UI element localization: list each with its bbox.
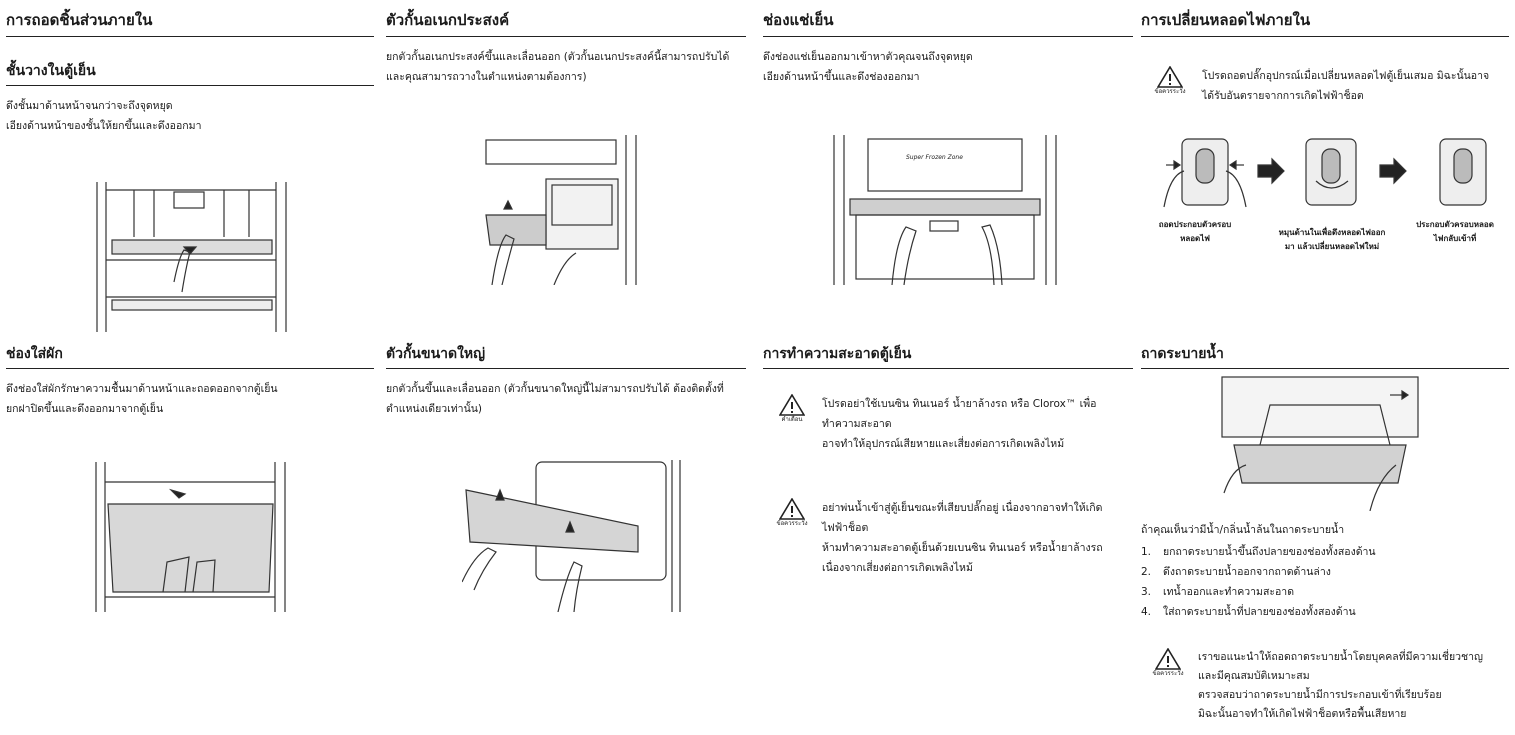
cleaning-caution-line-4: เนื่องจากเสี่ยงต่อการเกิดเพลิงไหม้ (822, 562, 973, 574)
page-title: การถอดชิ้นส่วนภายใน (6, 8, 374, 37)
cleaning-warning-line-1: โปรดอย่าใช้เบนซิน ทินเนอร์ น้ำยาล้างรถ ห… (822, 398, 1097, 410)
shelf-text-line-1: ดึงชั้นมาด้านหน้าจนกว่าจะถึงจุดหยุด (6, 100, 173, 112)
multi-bin-illustration (484, 135, 642, 285)
caution-icon-label: ข้อควรระวัง (1152, 670, 1184, 677)
multi-bin-text-line-2: และคุณสามารถวางในตำแหน่งตามต้องการ) (386, 71, 587, 83)
list-item: 4. ใส่ถาดระบายน้ำที่ปลายของช่องทั้งสองด้า… (1141, 602, 1509, 622)
large-bin-text-line-2: ตำแหน่งเดียวเท่านั้น) (386, 403, 483, 415)
lamp-caption-1-line-2: หลอดไฟ (1180, 234, 1210, 243)
lamp-caption-2-line-1: หมุนด้านในเพื่อดึงหลอดไฟออก (1278, 228, 1386, 237)
section-shelf: ชั้นวางในตู้เย็น ดึงชั้นมาด้านหน้าจนกว่า… (6, 60, 374, 136)
list-item: 2. ดึงถาดระบายน้ำออกจากถาดด้านล่าง (1141, 562, 1509, 582)
lamp-caption-2-line-2: มา แล้วเปลี่ยนหลอดไฟใหม่ (1284, 242, 1380, 251)
crisper-title: ช่องใส่ผัก (6, 343, 374, 369)
section-interior-parts: การถอดชิ้นส่วนภายใน (6, 8, 374, 37)
step-number: 4. (1141, 606, 1152, 618)
chill-drawer-text-line-2: เอียงด้านหน้าขึ้นและดึงช่องออกมา (763, 71, 920, 83)
caution-icon: ข้อควรระวัง (1148, 66, 1192, 96)
lamp-caption-3-line-2: ไฟกลับเข้าที่ (1433, 234, 1477, 243)
cleaning-warning-line-2: ทำความสะอาด (822, 418, 892, 430)
crisper-text-line-2: ยกฝาปิดขึ้นและดึงออกมาจากตู้เย็น (6, 403, 164, 415)
section-cleaning: การทำความสะอาดตู้เย็น (763, 343, 1133, 369)
drain-tray-title: ถาดระบายน้ำ (1141, 343, 1509, 369)
step-number: 2. (1141, 566, 1152, 578)
chill-drawer-label: Super Frozen Zone (906, 154, 963, 161)
section-lamp: การเปลี่ยนหลอดไฟภายใน (1141, 8, 1509, 37)
drain-tray-illustration (1220, 375, 1420, 511)
drain-caution-line-1: เราขอแนะนำให้ถอดถาดระบายน้ำโดยบุคคลที่มี… (1198, 651, 1484, 663)
cleaning-warning-line-3: อาจทำให้อุปกรณ์เสียหายและเสี่ยงต่อการเกิ… (822, 438, 1065, 450)
caution-icon-label: ข้อควรระวัง (776, 520, 808, 527)
crisper-illustration (93, 462, 289, 612)
drain-tray-body: ถ้าคุณเห็นว่ามีน้ำ/กลิ่นน้ำล้นในถาดระบาย… (1141, 520, 1509, 622)
warning-icon-label: คำเตือน (781, 416, 803, 423)
section-multi-bin: ตัวกั้นอเนกประสงค์ ยกตัวกั้นอเนกประสงค์ข… (386, 8, 746, 87)
shelf-text-line-2: เอียงด้านหน้าของชั้นให้ยกขึ้นและดึงออกมา (6, 120, 202, 132)
chill-drawer-illustration: Super Frozen Zone (832, 135, 1058, 285)
multi-bin-text-line-1: ยกตัวกั้นอเนกประสงค์ขึ้นและเลื่อนออก (ตั… (386, 51, 730, 63)
drain-tray-caution: ข้อควรระวัง เราขอแนะนำให้ถอดถาดระบายน้ำโ… (1146, 648, 1483, 724)
warning-icon: คำเตือน (770, 394, 814, 424)
step-text: ดึงถาดระบายน้ำออกจากถาดด้านล่าง (1163, 566, 1331, 578)
step-number: 1. (1141, 546, 1152, 558)
large-bin-text-line-1: ยกตัวกั้นขึ้นและเลื่อนออก (ตัวกั้นขนาดให… (386, 383, 724, 395)
drain-tray-intro: ถ้าคุณเห็นว่ามีน้ำ/กลิ่นน้ำล้นในถาดระบาย… (1141, 524, 1345, 536)
shelf-illustration (94, 182, 290, 332)
lamp-caption-3: ประกอบตัวครอบหลอด ไฟกลับเข้าที่ (1405, 218, 1505, 246)
cleaning-caution-line-2: ไฟฟ้าช็อต (822, 522, 869, 534)
section-crisper: ช่องใส่ผัก ดึงช่องใส่ผักรักษาความชื้นมาด… (6, 343, 374, 419)
section-drain-tray: ถาดระบายน้ำ (1141, 343, 1509, 369)
lamp-title: การเปลี่ยนหลอดไฟภายใน (1141, 8, 1509, 37)
multi-bin-title: ตัวกั้นอเนกประสงค์ (386, 8, 746, 37)
caution-icon: ข้อควรระวัง (1146, 648, 1190, 678)
large-bin-title: ตัวกั้นขนาดใหญ่ (386, 343, 746, 369)
section-large-bin: ตัวกั้นขนาดใหญ่ ยกตัวกั้นขึ้นและเลื่อนออ… (386, 343, 746, 419)
lamp-steps-illustration (1160, 135, 1505, 217)
list-item: 3. เทน้ำออกและทำความสะอาด (1141, 582, 1509, 602)
shelf-title: ชั้นวางในตู้เย็น (6, 60, 374, 86)
large-bin-illustration (462, 460, 686, 612)
cleaning-warning: คำเตือน โปรดอย่าใช้เบนซิน ทินเนอร์ น้ำยา… (770, 394, 1096, 454)
step-text: เทน้ำออกและทำความสะอาด (1163, 586, 1295, 598)
lamp-caption-2: หมุนด้านในเพื่อดึงหลอดไฟออก มา แล้วเปลี่… (1268, 226, 1396, 254)
cleaning-caution-line-3: ห้ามทำความสะอาดตู้เย็นด้วยเบนซิน ทินเนอร… (822, 542, 1103, 554)
cleaning-title: การทำความสะอาดตู้เย็น (763, 343, 1133, 369)
caution-icon-label: ข้อควรระวัง (1154, 88, 1186, 95)
lamp-caution-line-2: ได้รับอันตรายจากการเกิดไฟฟ้าช็อต (1202, 90, 1364, 102)
step-text: ยกถาดระบายน้ำขึ้นถึงปลายของช่องทั้งสองด้… (1163, 546, 1376, 558)
step-number: 3. (1141, 586, 1152, 598)
cleaning-caution-line-1: อย่าพ่นน้ำเข้าสู่ตู้เย็นขณะที่เสียบปลั๊ก… (822, 502, 1103, 514)
lamp-caution-line-1: โปรดถอดปลั๊กอุปกรณ์เมื่อเปลี่ยนหลอดไฟตู้… (1202, 70, 1490, 82)
section-chill-drawer: ช่องแช่เย็น ดึงช่องแช่เย็นออกมาเข้าหาตัว… (763, 8, 1133, 87)
crisper-text-line-1: ดึงช่องใส่ผักรักษาความชื้นมาด้านหน้าและถ… (6, 383, 278, 395)
lamp-caption-3-line-1: ประกอบตัวครอบหลอด (1416, 220, 1494, 229)
drain-caution-line-3: ตรวจสอบว่าถาดระบายน้ำมีการประกอบเข้าที่เ… (1198, 689, 1442, 701)
chill-drawer-title: ช่องแช่เย็น (763, 8, 1133, 37)
list-item: 1. ยกถาดระบายน้ำขึ้นถึงปลายของช่องทั้งสอง… (1141, 542, 1509, 562)
chill-drawer-text-line-1: ดึงช่องแช่เย็นออกมาเข้าหาตัวคุณจนถึงจุดห… (763, 51, 973, 63)
lamp-caption-1-line-1: ถอดประกอบตัวครอบ (1158, 220, 1232, 229)
caution-icon: ข้อควรระวัง (770, 498, 814, 528)
drain-caution-line-2: และมีคุณสมบัติเหมาะสม (1198, 670, 1310, 682)
drain-tray-steps: 1. ยกถาดระบายน้ำขึ้นถึงปลายของช่องทั้งสอง… (1141, 542, 1509, 622)
cleaning-caution: ข้อควรระวัง อย่าพ่นน้ำเข้าสู่ตู้เย็นขณะท… (770, 498, 1103, 578)
lamp-caution: ข้อควรระวัง โปรดถอดปลั๊กอุปกรณ์เมื่อเปลี… (1148, 66, 1489, 106)
lamp-caption-1: ถอดประกอบตัวครอบ หลอดไฟ (1148, 218, 1242, 246)
drain-caution-line-4: มิฉะนั้นอาจทำให้เกิดไฟฟ้าช็อตหรือพื้นเสี… (1198, 708, 1407, 720)
step-text: ใส่ถาดระบายน้ำที่ปลายของช่องทั้งสองด้าน (1163, 606, 1356, 618)
